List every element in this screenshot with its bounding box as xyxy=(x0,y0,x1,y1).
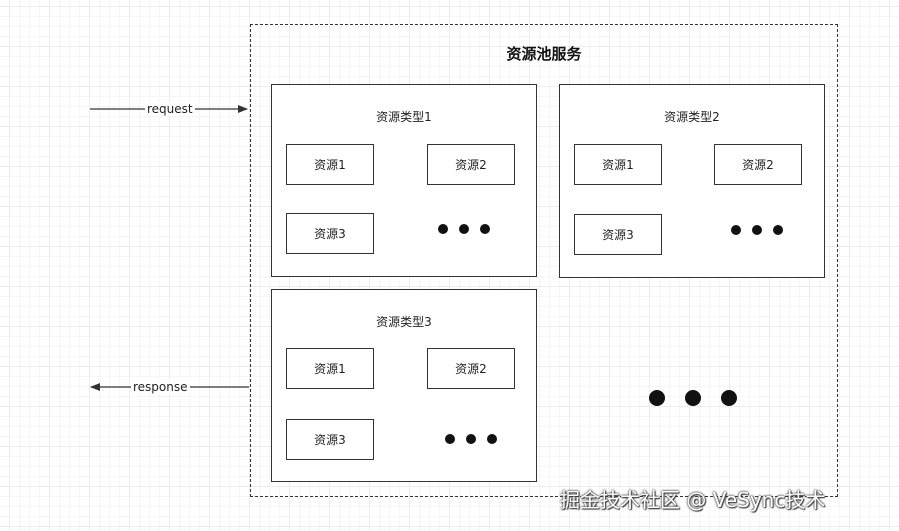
resource-box: 资源2 xyxy=(427,144,515,185)
ellipsis-dots xyxy=(445,434,508,444)
dot-icon xyxy=(721,390,737,406)
dot-icon xyxy=(438,224,448,234)
dot-icon xyxy=(466,434,476,444)
resource-box: 资源1 xyxy=(286,348,374,389)
resource-box: 资源3 xyxy=(574,214,662,255)
resource-group-label: 资源类型3 xyxy=(376,315,432,329)
resource-box: 资源3 xyxy=(286,213,374,254)
dot-icon xyxy=(459,224,469,234)
resource-box: 资源2 xyxy=(714,144,802,185)
more-groups-ellipsis xyxy=(649,390,757,406)
ellipsis-dots xyxy=(731,225,794,235)
dot-icon xyxy=(445,434,455,444)
dot-icon xyxy=(685,390,701,406)
resource-pool-container xyxy=(250,24,838,497)
resource-box: 资源1 xyxy=(574,144,662,185)
dot-icon xyxy=(773,225,783,235)
resource-box: 资源1 xyxy=(286,144,374,185)
resource-box: 资源2 xyxy=(427,348,515,389)
ellipsis-dots xyxy=(438,224,501,234)
resource-group-label: 资源类型2 xyxy=(664,110,720,124)
dot-icon xyxy=(487,434,497,444)
response-label: response xyxy=(131,380,190,394)
dot-icon xyxy=(480,224,490,234)
dot-icon xyxy=(752,225,762,235)
resource-group-label: 资源类型1 xyxy=(376,110,432,124)
pool-title: 资源池服务 xyxy=(506,45,582,63)
dot-icon xyxy=(731,225,741,235)
request-label: request xyxy=(145,102,195,116)
resource-box: 资源3 xyxy=(286,419,374,460)
dot-icon xyxy=(649,390,665,406)
watermark: 掘金技术社区 @ VeSync技术 xyxy=(560,488,826,512)
